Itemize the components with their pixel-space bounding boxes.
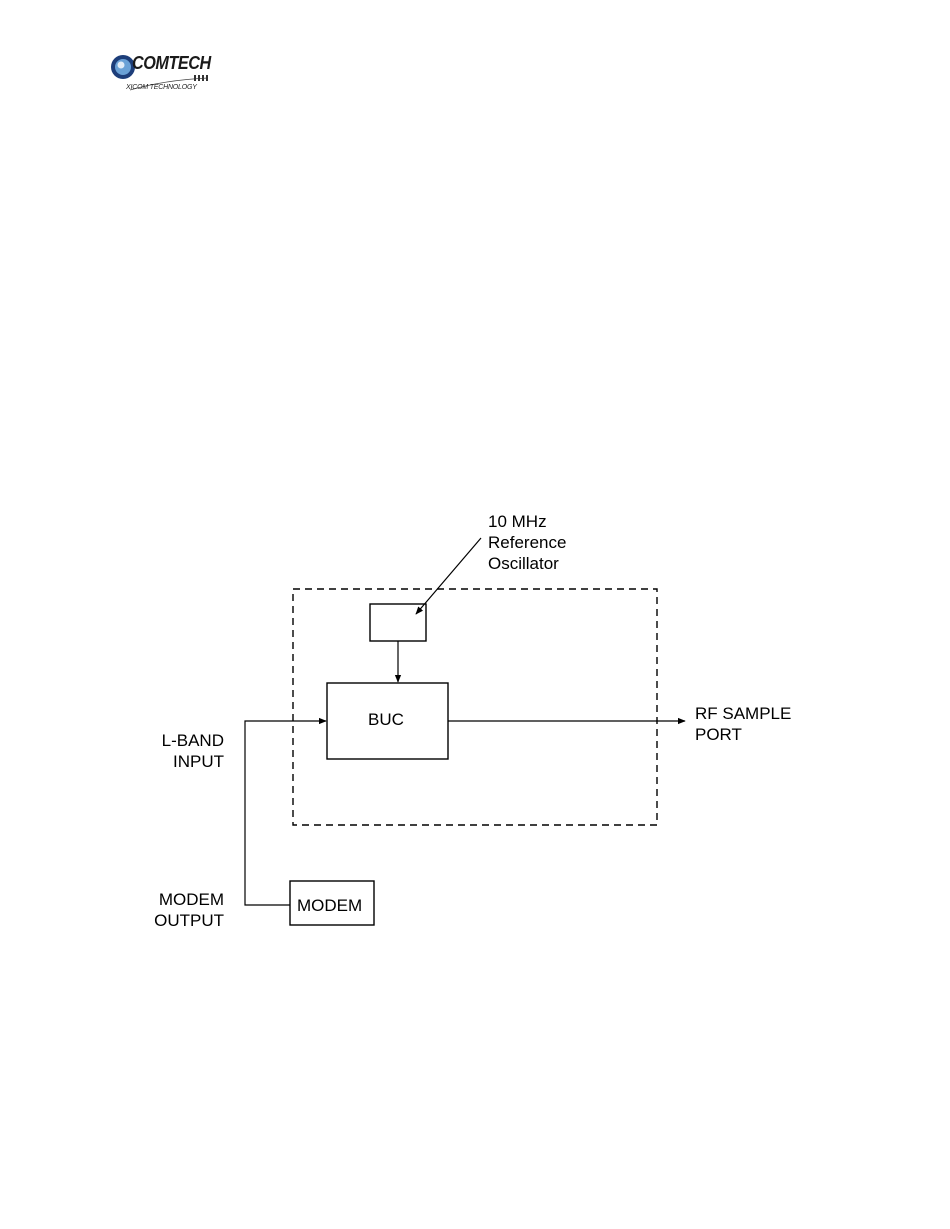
modem-to-buc-line — [245, 721, 326, 905]
modem-output-label: MODEM OUTPUT — [130, 889, 224, 931]
buc-label: BUC — [368, 709, 404, 730]
reference-oscillator-label: 10 MHz Reference Oscillator — [488, 511, 566, 574]
l-band-input-label: L-BAND INPUT — [140, 730, 224, 772]
reference-oscillator-box — [370, 604, 426, 641]
rf-line-1: RF SAMPLE — [695, 703, 791, 724]
reference-oscillator-leader — [416, 538, 481, 614]
modem-out-line-1: MODEM — [130, 889, 224, 910]
ref-osc-line-1: 10 MHz — [488, 511, 566, 532]
rf-line-2: PORT — [695, 724, 791, 745]
ref-osc-line-3: Oscillator — [488, 553, 566, 574]
ref-osc-line-2: Reference — [488, 532, 566, 553]
modem-label: MODEM — [297, 895, 362, 916]
lband-line-2: INPUT — [140, 751, 224, 772]
modem-out-line-2: OUTPUT — [130, 910, 224, 931]
lband-line-1: L-BAND — [140, 730, 224, 751]
rf-sample-port-label: RF SAMPLE PORT — [695, 703, 791, 745]
